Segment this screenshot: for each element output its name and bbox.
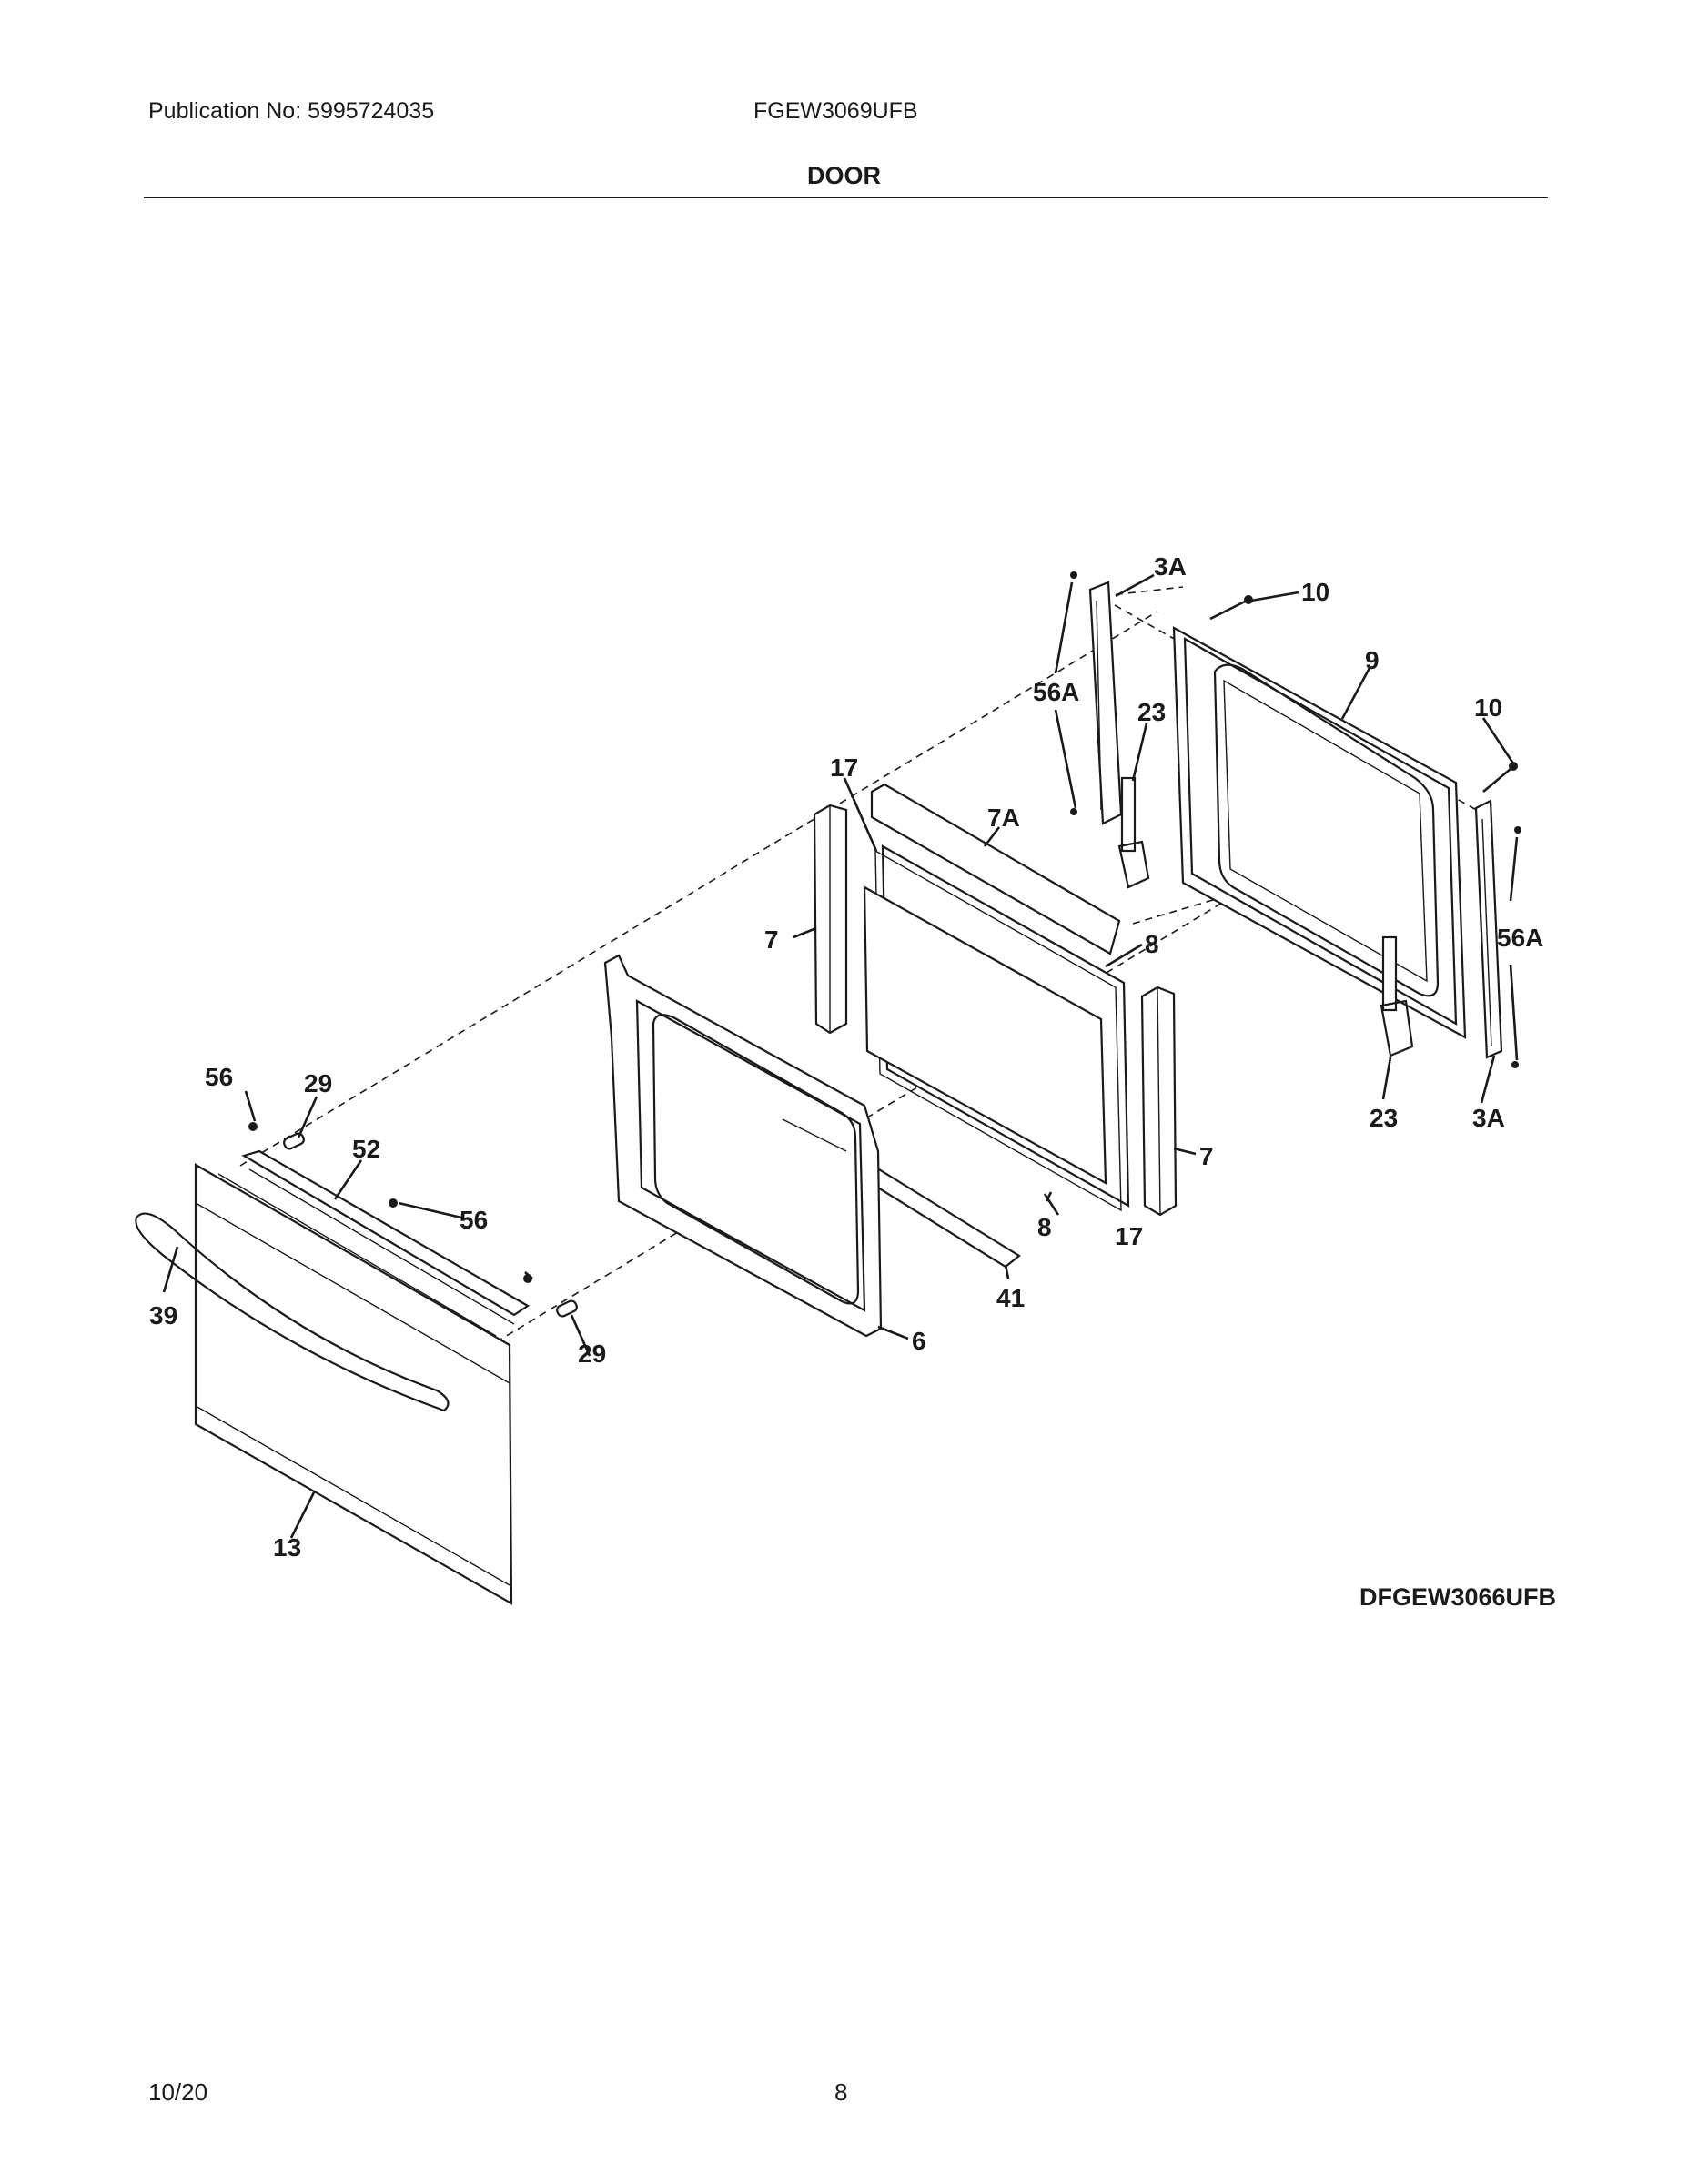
- callout-7: 7: [764, 925, 779, 954]
- callout-6: 6: [912, 1327, 926, 1355]
- small-screw: [1511, 1061, 1519, 1068]
- callout-7: 7: [1199, 1142, 1214, 1170]
- inner-door-frame: [1172, 626, 1467, 1039]
- diagram-id: DFGEW3066UFB: [1359, 1583, 1556, 1611]
- section-title: DOOR: [807, 162, 881, 189]
- top-bracket: [241, 1149, 531, 1325]
- callout-3a: 3A: [1472, 1104, 1505, 1132]
- callout-labels: 3A 10 9 56A 23 10 17 7A 7 8 56A 56 29 52…: [149, 552, 1543, 1562]
- callout-9: 9: [1365, 646, 1380, 674]
- outer-door-panel: [194, 1163, 513, 1605]
- insulation-top: [870, 783, 1121, 956]
- callout-13: 13: [273, 1533, 301, 1562]
- inner-door-panel: [603, 954, 883, 1338]
- callout-29: 29: [578, 1340, 606, 1368]
- footer-date: 10/20: [148, 2078, 208, 2106]
- callout-17: 17: [830, 753, 858, 782]
- publication-number: Publication No: 5995724035: [148, 98, 435, 124]
- insulation-right: [1140, 986, 1178, 1217]
- hinge-right: [1380, 935, 1414, 1057]
- bracket-screw: [248, 1122, 258, 1131]
- insulation-left: [813, 804, 848, 1035]
- spacer: [556, 1299, 578, 1318]
- callout-10: 10: [1301, 578, 1329, 606]
- leader-lines: [162, 573, 1519, 1539]
- callout-23: 23: [1370, 1104, 1398, 1132]
- callout-52: 52: [352, 1135, 380, 1163]
- callout-56a: 56A: [1497, 924, 1543, 952]
- callout-56a: 56A: [1033, 678, 1079, 706]
- small-screw: [1514, 826, 1521, 834]
- hinge-support-left: [1088, 581, 1123, 825]
- callout-56: 56: [205, 1063, 233, 1091]
- screw-right: [1482, 762, 1518, 793]
- hinge-left: [1117, 776, 1150, 889]
- callout-23: 23: [1137, 698, 1166, 726]
- callout-10: 10: [1474, 693, 1502, 722]
- page-number: 8: [834, 2078, 848, 2106]
- callout-8: 8: [1145, 930, 1159, 958]
- callout-56: 56: [460, 1206, 488, 1234]
- door-handle: [135, 1212, 450, 1412]
- callout-41: 41: [996, 1284, 1025, 1312]
- spacer: [283, 1132, 305, 1150]
- small-screw: [1070, 808, 1077, 815]
- hinge-support-right: [1474, 799, 1503, 1059]
- callout-17: 17: [1115, 1222, 1143, 1250]
- screw-top: [1209, 595, 1253, 621]
- bracket-screw: [389, 1198, 398, 1208]
- callout-7a: 7A: [987, 804, 1020, 832]
- small-screw: [1070, 571, 1077, 579]
- callout-3a: 3A: [1154, 552, 1187, 581]
- model-number: FGEW3069UFB: [753, 98, 918, 124]
- header-rule: [144, 197, 1548, 198]
- callout-39: 39: [149, 1301, 177, 1330]
- window-glass-pack: [863, 844, 1130, 1212]
- callout-8: 8: [1037, 1213, 1052, 1241]
- callout-29: 29: [304, 1069, 332, 1097]
